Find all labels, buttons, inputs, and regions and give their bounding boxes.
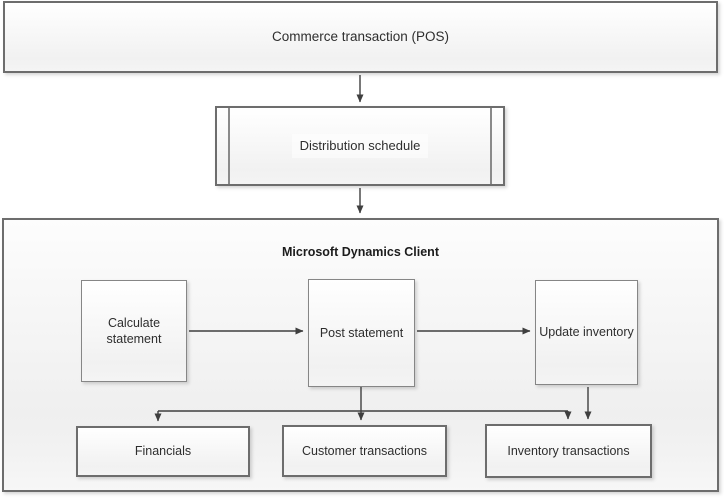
node-financials: Financials — [76, 426, 250, 477]
node-post-label: Post statement — [319, 325, 404, 340]
node-calculate-statement: Calculate statement — [81, 280, 187, 382]
node-commerce-label: Commerce transaction (POS) — [271, 29, 450, 45]
node-distribution-label: Distribution schedule — [291, 134, 429, 158]
node-update-inventory: Update inventory — [535, 280, 638, 385]
node-commerce-transaction: Commerce transaction (POS) — [3, 1, 718, 73]
node-calculate-label: Calculate statement — [106, 315, 162, 347]
node-inventory-label: Inventory transactions — [507, 443, 630, 458]
container-title: Microsoft Dynamics Client — [282, 245, 439, 259]
predefined-process-bar-left — [228, 108, 230, 184]
predefined-process-bar-right — [490, 108, 492, 184]
node-update-label: Update inventory — [539, 325, 634, 340]
node-distribution-schedule: Distribution schedule — [215, 106, 505, 186]
node-customer-label: Customer transactions — [301, 443, 428, 458]
node-financials-label: Financials — [134, 444, 192, 459]
node-post-statement: Post statement — [308, 279, 415, 387]
node-inventory-transactions: Inventory transactions — [485, 424, 652, 478]
node-customer-transactions: Customer transactions — [282, 425, 447, 477]
